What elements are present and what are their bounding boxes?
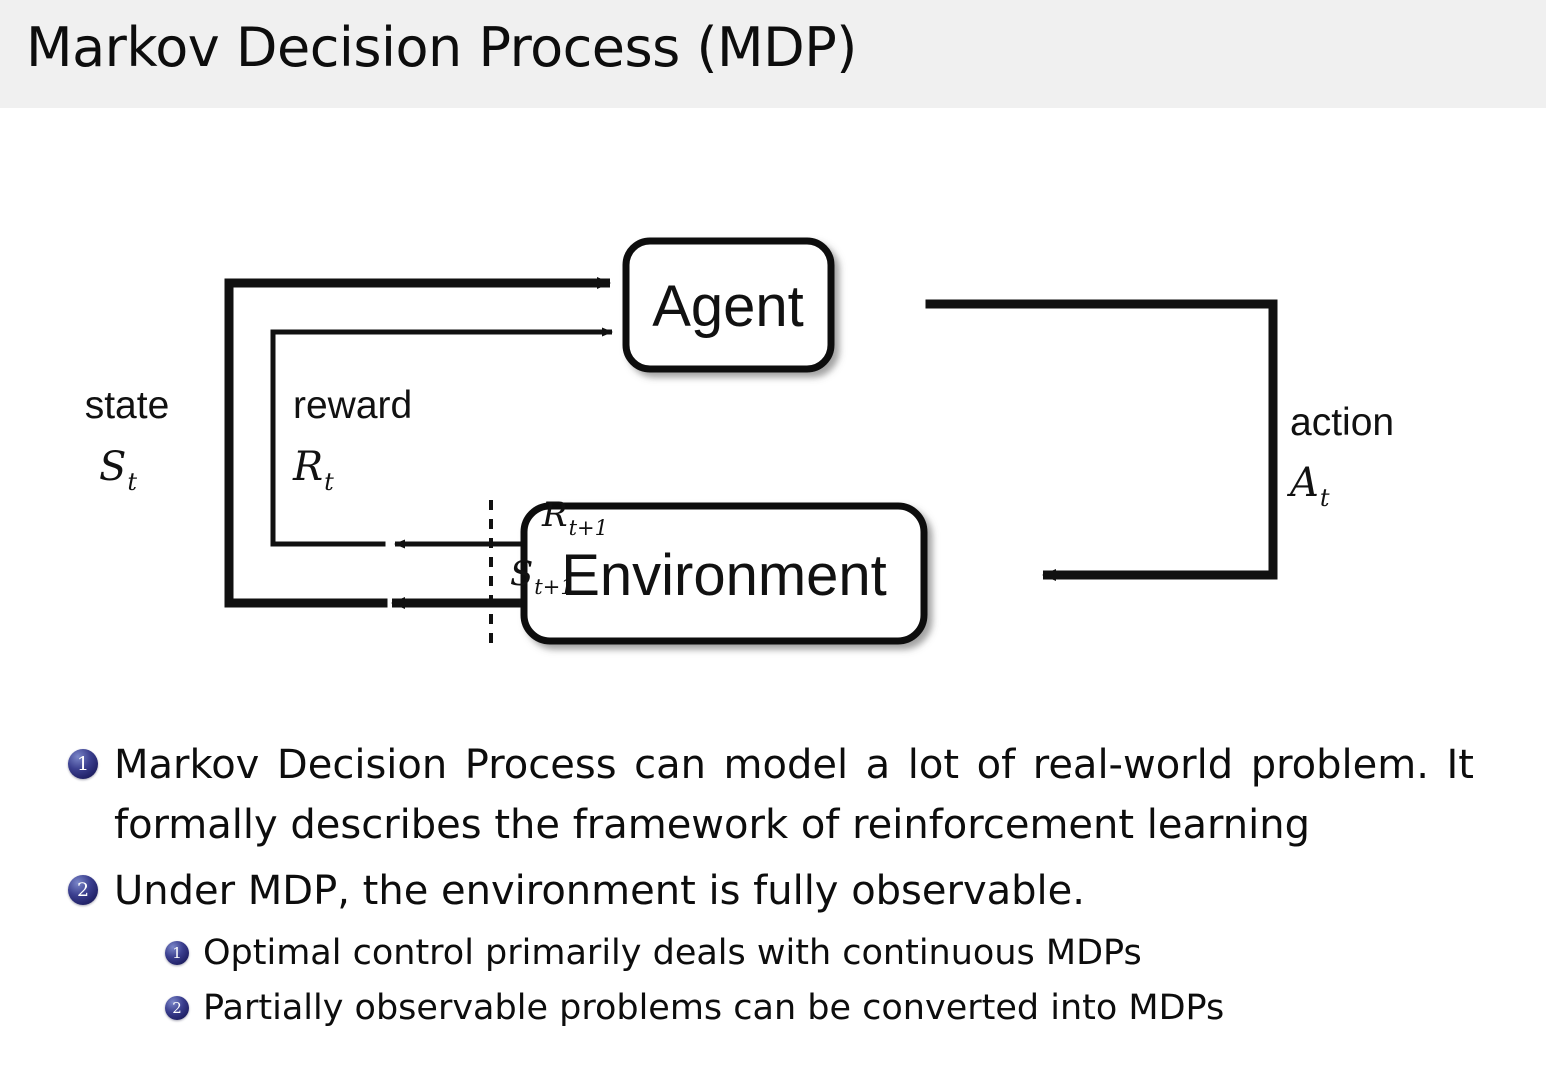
sub-list-item[interactable]: 2 Partially observable problems can be c…	[0, 982, 1546, 1035]
action-symbol-subscript: t	[1320, 484, 1330, 512]
state-feedback-path	[224, 277, 611, 608]
next-state-subscript: t+1	[534, 575, 573, 599]
reward-symbol: R	[292, 444, 323, 490]
sub-list-item[interactable]: 1 Optimal control primarily deals with c…	[0, 927, 1546, 980]
svg-text:Rt+1: Rt+1	[541, 495, 608, 540]
sub-list-item-text: Partially observable problems can be con…	[203, 988, 1225, 1028]
list-item[interactable]: 1 Markov Decision Process can model a lo…	[0, 735, 1546, 855]
bullet-list: 1 Markov Decision Process can model a lo…	[0, 735, 1546, 1037]
next-state-symbol: S	[510, 554, 533, 594]
state-symbol: S	[99, 444, 126, 490]
agent-node: Agent	[622, 237, 835, 373]
next-reward-symbol: R	[541, 495, 568, 535]
reward-feedback-path	[270, 327, 613, 547]
environment-node-label: Environment	[561, 543, 887, 608]
mdp-interaction-diagram: Agent Environment state St reward Rt act…	[0, 108, 1546, 718]
state-symbol-subscript: t	[127, 468, 137, 496]
list-item-text: Markov Decision Process can model a lot …	[114, 742, 1474, 848]
action-symbol: A	[1286, 460, 1319, 506]
slide-header-bar: Markov Decision Process (MDP)	[0, 0, 1546, 108]
agent-node-label: Agent	[652, 274, 804, 339]
svg-text:St: St	[99, 444, 137, 496]
svg-text:Rt: Rt	[292, 444, 334, 496]
bullet-number-badge: 1	[165, 941, 189, 965]
next-reward-subscript: t+1	[569, 516, 608, 540]
environment-node: Environment	[520, 502, 928, 645]
action-label-word: action	[1290, 401, 1394, 444]
svg-text:At: At	[1286, 460, 1330, 512]
sub-list-item-text: Optimal control primarily deals with con…	[203, 933, 1142, 973]
bullet-number-badge: 2	[165, 996, 189, 1020]
reward-label-word: reward	[293, 384, 412, 427]
page-title: Markov Decision Process (MDP)	[26, 16, 857, 79]
state-label-group: state St	[85, 384, 170, 496]
action-path	[925, 299, 1278, 581]
svg-text:St+1: St+1	[510, 554, 574, 599]
list-item[interactable]: 2 Under MDP, the environment is fully ob…	[0, 861, 1546, 921]
list-item-text: Under MDP, the environment is fully obse…	[114, 868, 1085, 914]
next-state-label-group: St+1	[510, 554, 574, 599]
reward-symbol-subscript: t	[324, 468, 334, 496]
bullet-number-badge: 1	[68, 749, 98, 779]
reward-label-group: reward Rt	[292, 384, 412, 496]
bullet-number-badge: 2	[68, 875, 98, 905]
next-reward-label-group: Rt+1	[541, 495, 608, 540]
action-label-group: action At	[1286, 401, 1394, 512]
state-label-word: state	[85, 384, 170, 427]
